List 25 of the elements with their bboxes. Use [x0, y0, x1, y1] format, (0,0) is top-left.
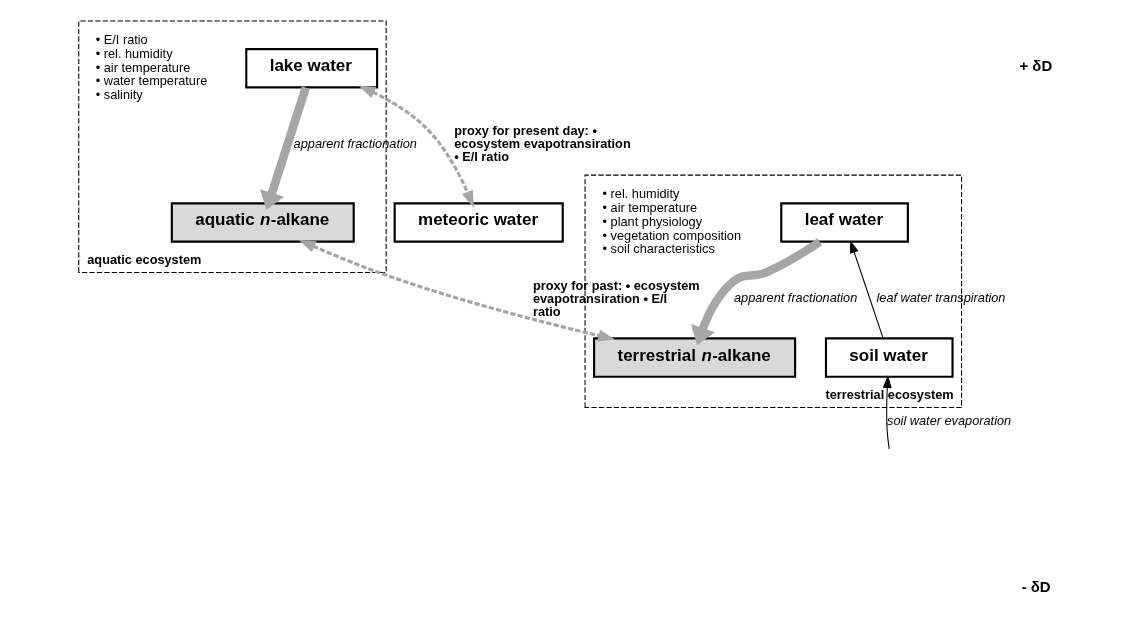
node-box: aquatic n-alkane [170, 202, 355, 243]
node-box: soil water [824, 337, 954, 378]
arrow [849, 240, 884, 339]
label: • soil characteristics [602, 241, 715, 257]
edge-label: soil water evaporation [886, 413, 1011, 429]
arrow [298, 239, 615, 342]
label: - δD [1021, 579, 1051, 596]
edge-label: proxy for past: • ecosystem evapotransiration • E/I ratio [532, 278, 700, 319]
label: • rel. humidity [95, 45, 173, 61]
arrow [882, 375, 892, 450]
edge-label: leaf water transpiration [875, 290, 1005, 306]
arrow [357, 85, 474, 208]
arrow [690, 238, 822, 346]
node-box: lake water [244, 48, 378, 89]
edge-label: apparent fractionation [733, 290, 857, 306]
node-box: terrestrial n-alkane [592, 337, 796, 378]
node-box: leaf water [779, 202, 909, 243]
label: • E/I ratio [95, 31, 148, 47]
label: + δD [1019, 58, 1052, 75]
edge-label: apparent fractionation [293, 135, 417, 151]
arrow [259, 86, 310, 211]
label: • rel. humidity [602, 186, 679, 202]
label: • salinity [95, 87, 143, 103]
node-box: meteoric water [393, 202, 564, 243]
edge-label: proxy for present day: • ecosystem evapotransiration • E/I ratio [453, 123, 631, 164]
